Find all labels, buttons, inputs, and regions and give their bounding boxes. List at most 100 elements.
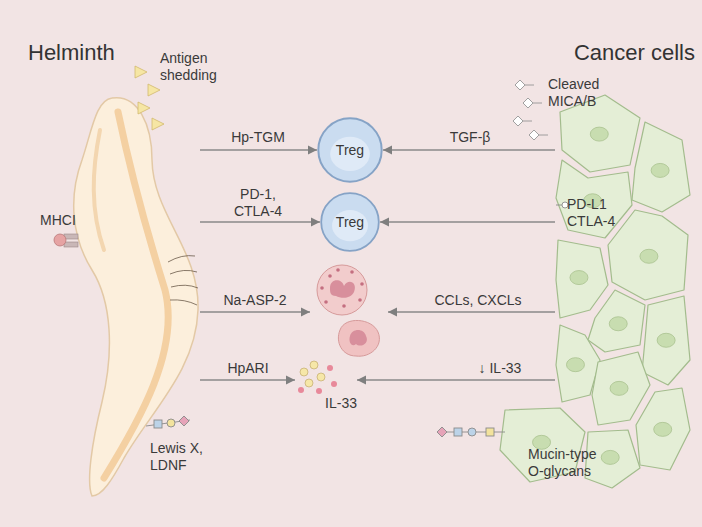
arrow-connector bbox=[200, 221, 320, 222]
shed-antigen bbox=[135, 66, 147, 78]
group-heading: Helminth bbox=[28, 40, 115, 66]
annotation: Antigen shedding bbox=[160, 50, 230, 84]
node-label: IL-33 bbox=[325, 395, 357, 412]
mucin-glycan bbox=[454, 428, 462, 436]
edge-label: ↓ IL-33 bbox=[460, 360, 540, 377]
il33-particles bbox=[331, 381, 337, 387]
annotation: MHCI bbox=[40, 212, 90, 229]
mhc-receptor bbox=[54, 234, 78, 247]
cancer-cell bbox=[556, 160, 632, 238]
granulocytes bbox=[360, 282, 364, 286]
cancer-cell bbox=[588, 290, 645, 352]
cancer-cell bbox=[556, 240, 608, 318]
granulocytes bbox=[336, 268, 340, 272]
helminth-bristles bbox=[168, 256, 198, 305]
node-label: Treg bbox=[336, 142, 364, 159]
cleaved-mica bbox=[513, 80, 548, 140]
granulocytes bbox=[317, 265, 367, 315]
lewis-glycan bbox=[179, 416, 189, 426]
cancer-cell bbox=[632, 122, 690, 212]
il33-particles bbox=[300, 368, 308, 376]
pd-l1-receptor bbox=[556, 202, 568, 208]
helminth-body bbox=[94, 130, 104, 250]
helminth-bristles bbox=[170, 270, 197, 274]
lewis-glycan bbox=[146, 416, 190, 428]
cancer-cell bbox=[657, 333, 675, 347]
helminth-bristles bbox=[170, 300, 197, 305]
mucin-glycan bbox=[437, 427, 505, 437]
cell-group: IL-33 bbox=[295, 356, 357, 412]
cleaved-mica bbox=[523, 121, 532, 122]
group-region: Helminth bbox=[28, 40, 200, 500]
cancer-cell bbox=[601, 450, 619, 464]
shed-antigen bbox=[138, 102, 150, 114]
cancer-cell bbox=[608, 210, 688, 300]
granulocytes bbox=[330, 280, 355, 298]
il33-particles bbox=[317, 373, 325, 381]
cancer-cell bbox=[608, 210, 688, 300]
cleaved-mica bbox=[523, 98, 533, 108]
cancer-cell bbox=[570, 271, 588, 285]
mucin-glycan bbox=[486, 428, 494, 436]
granulocytes bbox=[320, 286, 324, 290]
cell-circle: Treg bbox=[317, 117, 383, 183]
arrow-connector bbox=[200, 311, 310, 312]
cancer-cell bbox=[632, 122, 690, 212]
annotation: Lewis X, LDNF bbox=[150, 440, 220, 474]
annotation: Cleaved MICA/B bbox=[548, 76, 613, 110]
cancer-cell bbox=[651, 163, 669, 177]
cancer-cell bbox=[588, 290, 645, 352]
il33-particles bbox=[305, 379, 313, 387]
cancer-cell bbox=[566, 358, 584, 372]
arrow-connector bbox=[383, 149, 555, 150]
granulocytes bbox=[317, 265, 379, 356]
edge-label: Hp-TGM bbox=[223, 129, 293, 146]
edge-label: PD-1, CTLA-4 bbox=[230, 186, 286, 220]
helminth-body bbox=[104, 112, 168, 478]
cancer-cell bbox=[592, 352, 650, 425]
cancer-cell bbox=[640, 249, 658, 263]
pd-l1-receptor bbox=[556, 205, 562, 206]
edge-label: HpARI bbox=[213, 360, 283, 377]
granulocytes bbox=[324, 300, 328, 304]
cancer-cell bbox=[592, 352, 650, 425]
granulocytes bbox=[350, 270, 354, 274]
arrow-connector bbox=[200, 379, 295, 380]
treg-inner bbox=[332, 210, 368, 241]
cancer-cells bbox=[500, 95, 690, 488]
arrow-connector bbox=[357, 379, 555, 380]
il33-particles bbox=[310, 361, 318, 369]
cancer-cell bbox=[636, 388, 690, 470]
treg-inner bbox=[330, 137, 370, 171]
cancer-cell bbox=[609, 317, 627, 331]
annotation: Mucin-type O-glycans bbox=[528, 446, 613, 480]
cell-group bbox=[310, 262, 388, 362]
arrow-connector bbox=[388, 311, 555, 312]
edge-label: CCLs, CXCLs bbox=[423, 292, 533, 309]
helminth-bristles bbox=[168, 256, 195, 262]
cancer-cell bbox=[654, 422, 672, 436]
mhc-receptor bbox=[54, 234, 66, 246]
granulocytes bbox=[328, 274, 332, 278]
il33-particles bbox=[316, 388, 322, 394]
granulocytes bbox=[349, 330, 366, 346]
arrow-connector bbox=[200, 149, 317, 150]
shed-antigen bbox=[152, 118, 164, 130]
cancer-cell bbox=[636, 388, 690, 470]
cancer-cell bbox=[610, 381, 628, 395]
cleaved-mica bbox=[515, 80, 525, 90]
granulocytes bbox=[342, 304, 346, 308]
cleaved-mica bbox=[539, 135, 548, 136]
helminth-body bbox=[74, 98, 198, 496]
il33-particles bbox=[298, 361, 337, 394]
treg-outline bbox=[321, 193, 379, 251]
edge-label: PD-L1 CTLA-4 bbox=[567, 196, 625, 230]
cleaved-mica bbox=[525, 85, 534, 86]
cancer-cell bbox=[590, 127, 608, 141]
cleaved-mica bbox=[529, 130, 539, 140]
il33-particles bbox=[327, 365, 333, 371]
cancer-cell bbox=[642, 296, 690, 385]
lewis-glycan bbox=[167, 419, 175, 427]
granulocytes bbox=[358, 298, 362, 302]
